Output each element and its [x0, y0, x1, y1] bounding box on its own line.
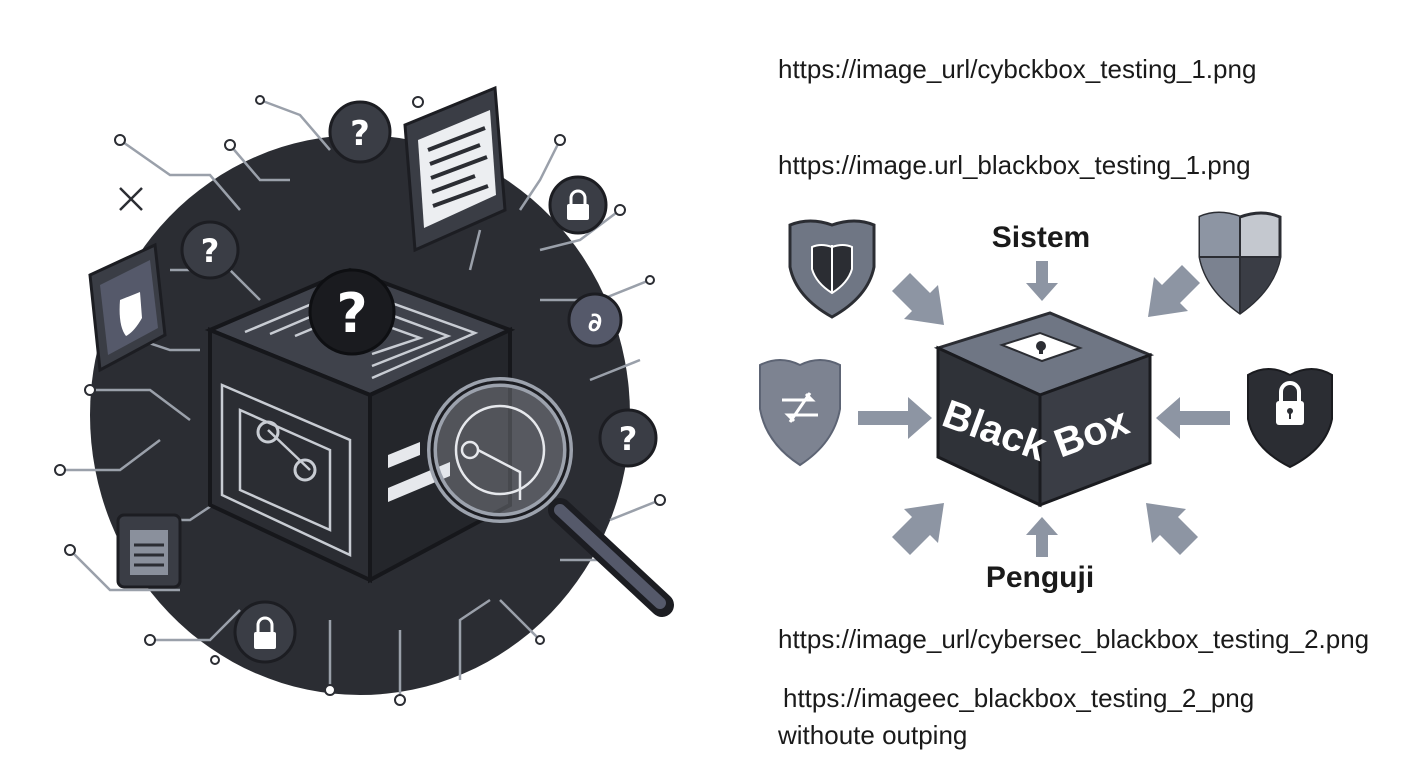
- arrows: [858, 261, 1230, 557]
- question-bubble-right: ?: [598, 408, 658, 468]
- arrow-left: [858, 397, 932, 439]
- svg-text:?: ?: [201, 232, 220, 270]
- file-device-icon: [116, 513, 182, 589]
- label-penguji: Penguji: [986, 561, 1094, 594]
- blackbox-illustration: ? ? ? ∂: [54, 85, 674, 706]
- svg-text:?: ?: [336, 282, 367, 345]
- magnifying-glass-icon: [427, 377, 674, 617]
- link-bubble-right: ∂: [567, 292, 623, 348]
- arrow-bottom-left: [892, 503, 944, 555]
- lock-bubble-bottom: [233, 600, 297, 664]
- arrow-top-left: [892, 273, 944, 325]
- blackbox-cube: Black Box: [933, 311, 1155, 508]
- document-panel-icon: [403, 85, 507, 253]
- x-mark-icon: [119, 187, 143, 211]
- shield-transfer-icon: [759, 359, 841, 467]
- svg-text:?: ?: [619, 420, 638, 458]
- arrow-right: [1156, 397, 1230, 439]
- url-text-2: https://image.url_blackbox_testing_1.png: [778, 150, 1251, 180]
- question-bubble-left: ?: [180, 220, 240, 280]
- caption-text: withoute outping: [778, 720, 968, 750]
- lock-bubble-top-right: [548, 175, 608, 235]
- question-bubble-top: ?: [328, 100, 392, 164]
- svg-text:?: ?: [350, 114, 370, 154]
- shield-device-icon: [88, 242, 167, 373]
- shield-lock-icon: [1247, 368, 1333, 469]
- arrow-top: [1026, 261, 1058, 301]
- arrow-bottom: [1026, 517, 1058, 557]
- label-sistem: Sistem: [992, 221, 1090, 254]
- shield-icon-top-right: [1198, 211, 1282, 315]
- shield-icon-top-left: [788, 219, 876, 319]
- circuit-nodes: [54, 95, 666, 706]
- svg-text:∂: ∂: [588, 308, 602, 338]
- url-text-1: https://image_url/cybckbox_testing_1.png: [778, 54, 1257, 84]
- arrow-bottom-right: [1146, 503, 1198, 555]
- url-text-3: https://image_url/cybersec_blackbox_test…: [778, 624, 1370, 654]
- arrow-top-right: [1148, 265, 1200, 317]
- url-text-4: https://imageec_blackbox_testing_2_png: [783, 683, 1255, 713]
- blackbox-diagram: Sistem Penguji Black Box: [759, 211, 1333, 594]
